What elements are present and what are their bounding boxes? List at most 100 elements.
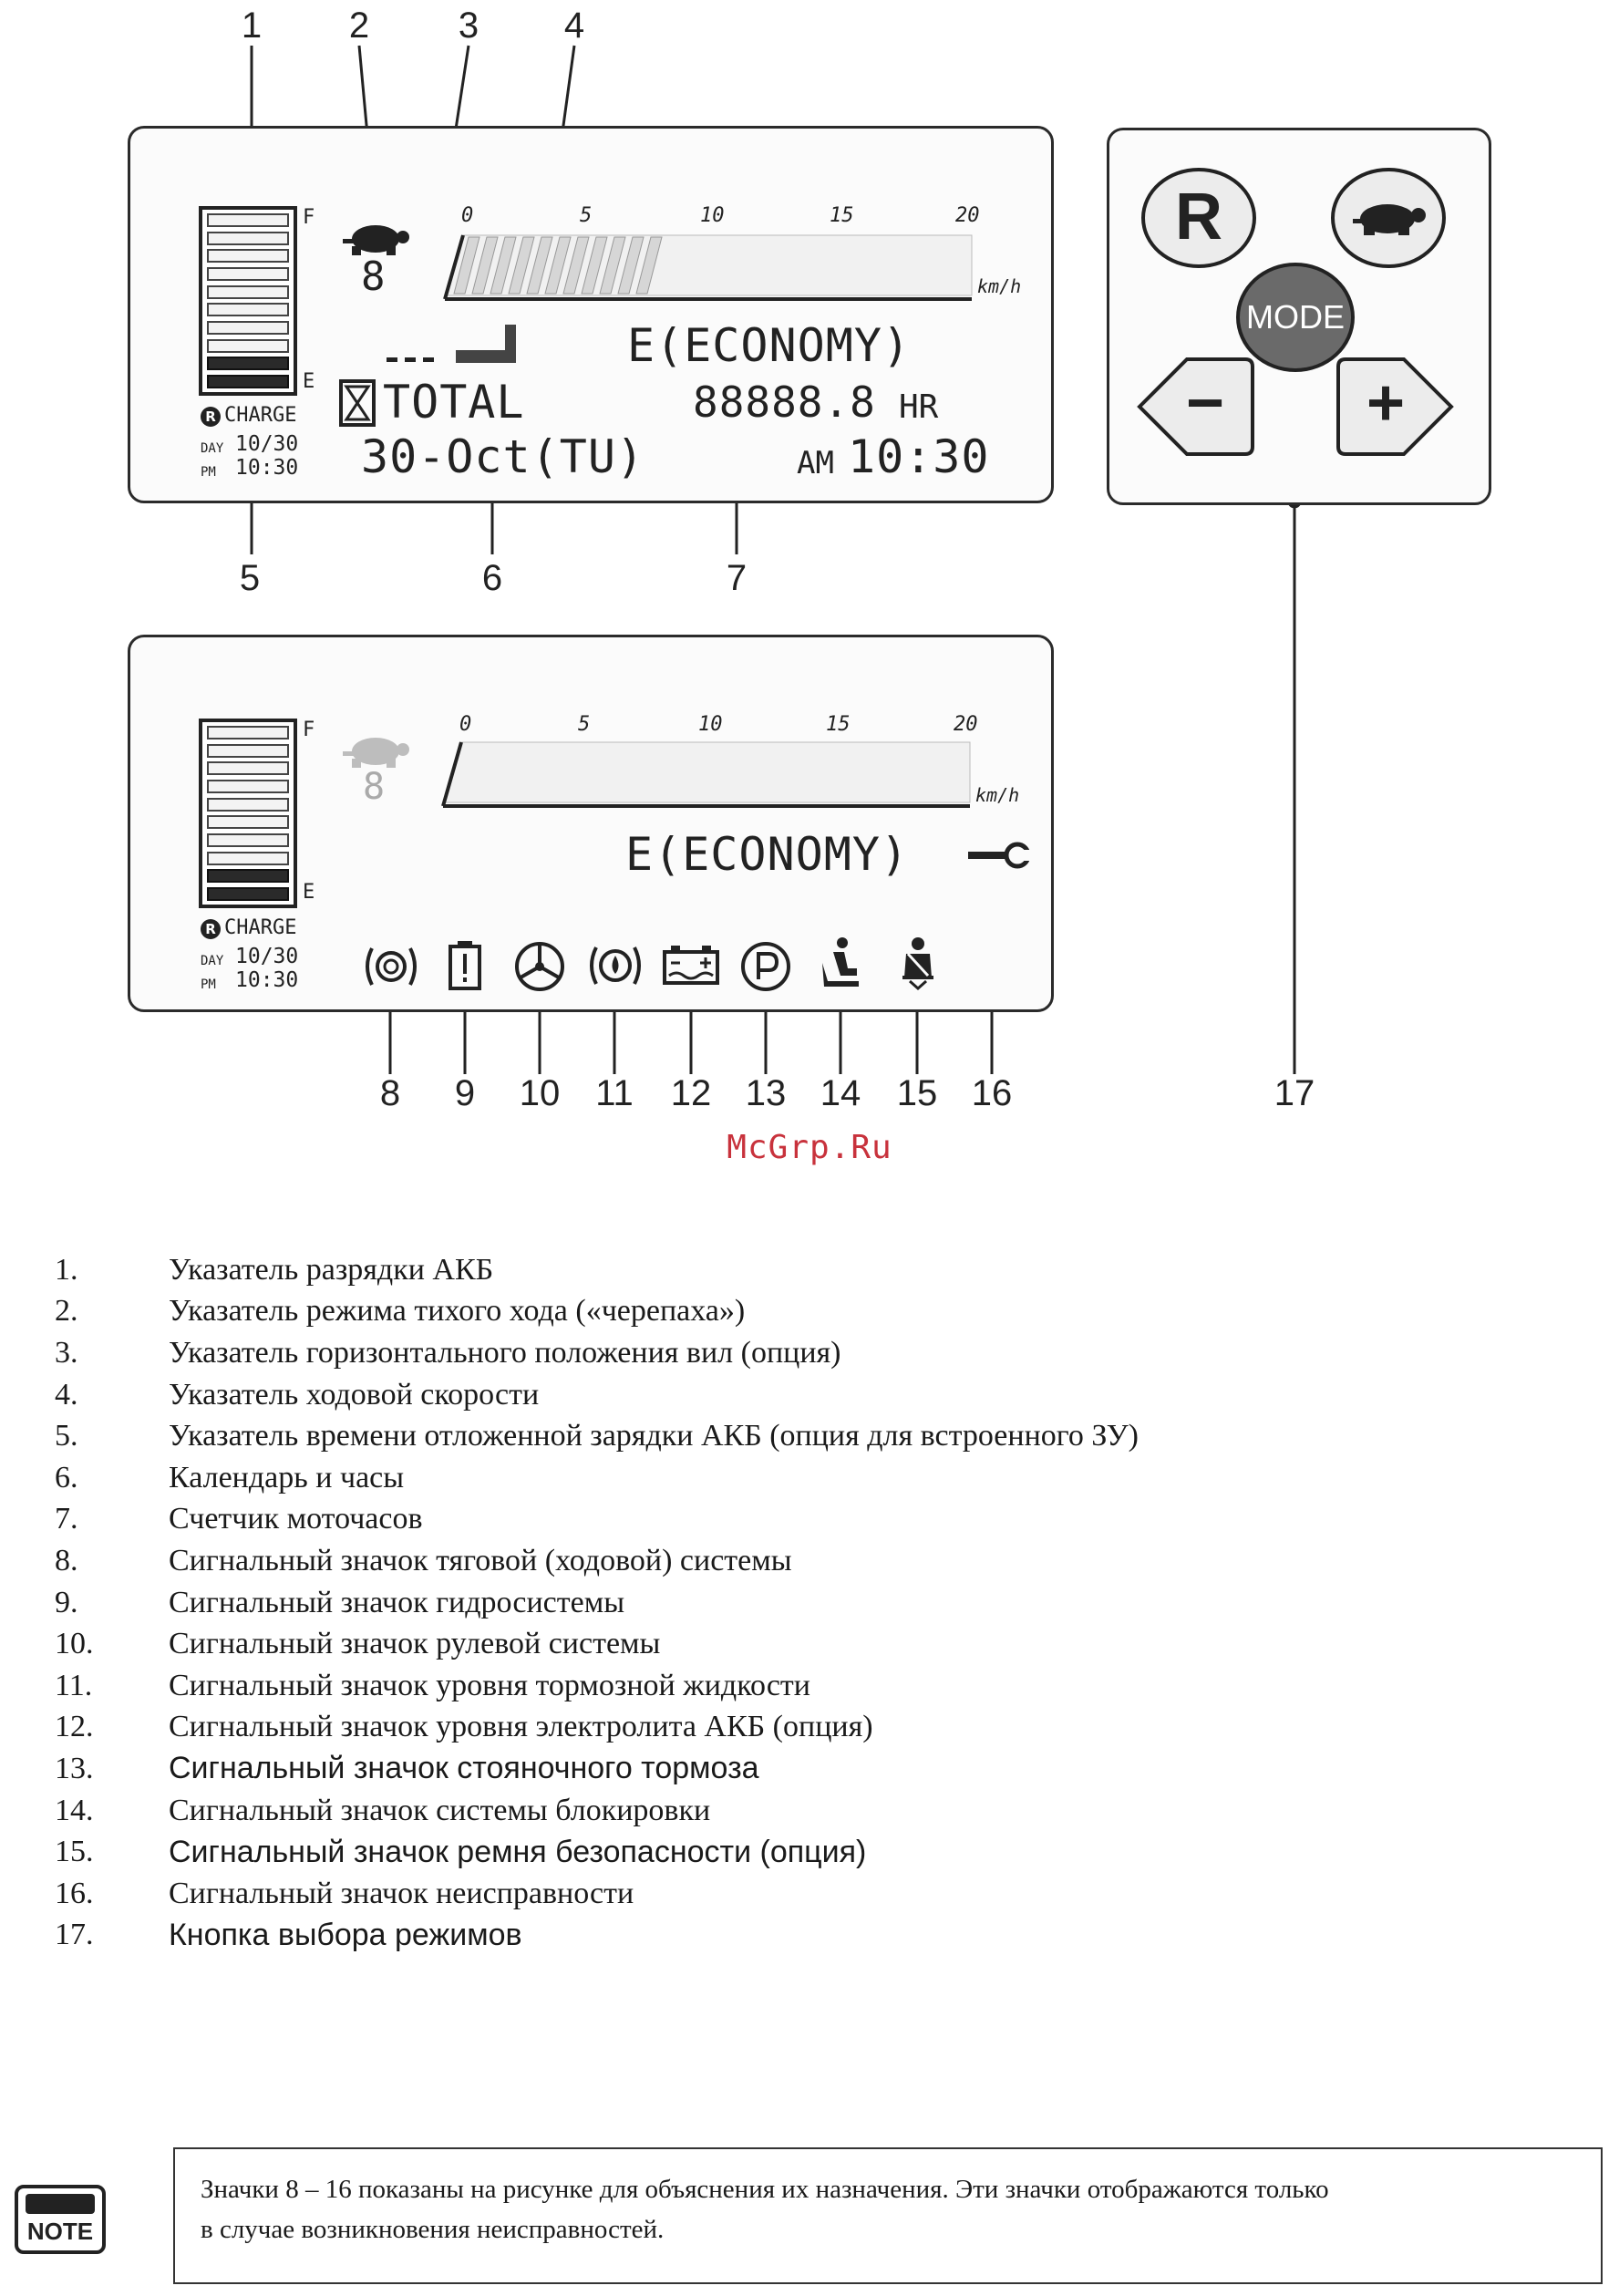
electrolyte-warning-icon — [663, 946, 719, 985]
charge-day-value-bottom: 10/30 — [235, 945, 299, 968]
traction-warning-icon — [366, 947, 417, 986]
legend-num: 10. — [55, 1627, 94, 1661]
speed-tick-15-top: 15 — [830, 204, 854, 227]
charge-time-value-bottom: 10:30 — [235, 968, 299, 992]
legend-num: 4. — [55, 1377, 78, 1412]
speed-bar-top — [443, 234, 973, 301]
plus-button-shape — [1336, 357, 1454, 456]
legend-text: Указатель времени отложенной зарядки АКБ… — [169, 1419, 1139, 1453]
mode-button[interactable]: MODE — [1236, 263, 1355, 372]
legend-item: 9.Сигнальный значок гидросистемы — [55, 1582, 1513, 1624]
mode-button-label: MODE — [1246, 298, 1345, 336]
legend-item: 10. Сигнальный значок рулевой системы — [55, 1623, 1513, 1665]
hour-meter-unit: HR — [899, 388, 939, 426]
battery-gauge-bottom — [199, 719, 297, 908]
legend-item: 8.Сигнальный значок тяговой (ходовой) си… — [55, 1540, 1513, 1582]
charge-label-bottom: CHARGE — [224, 916, 297, 939]
legend-text: Сигнальный значок уровня тормозной жидко… — [169, 1668, 810, 1702]
mode-text-top: E(ECONOMY) — [627, 319, 912, 372]
speed-tick-10-bottom: 10 — [698, 713, 723, 736]
callout-3: 3 — [458, 5, 480, 46]
legend-item: 2.Указатель режима тихого хода («черепах… — [55, 1291, 1513, 1333]
charge-time-value-top: 10:30 — [235, 456, 299, 480]
legend-num: 9. — [55, 1585, 78, 1619]
clock-prefix: AM — [797, 445, 834, 481]
legend-item: 14.Сигнальный значок системы блокировки — [55, 1790, 1513, 1832]
battery-gauge-top — [199, 206, 297, 396]
fork-level-icon — [387, 325, 516, 363]
legend-num: 1. — [55, 1252, 78, 1287]
seat-interlock-icon — [822, 937, 859, 987]
legend-item: 15. Сигнальный значок ремня безопасности … — [55, 1831, 1513, 1873]
legend-text: Указатель горизонтального положения вил … — [169, 1335, 841, 1370]
mode-text-bottom: E(ECONOMY) — [625, 828, 910, 881]
legend-num: 17. — [55, 1918, 94, 1952]
legend-num: 13. — [55, 1751, 94, 1785]
battery-full-label-top: F — [303, 206, 315, 229]
legend-item: 16.Сигнальный значок неисправности — [55, 1873, 1513, 1915]
legend-text: Кнопка выбора режимов — [169, 1917, 522, 1952]
battery-empty-label-bottom: E — [303, 881, 315, 904]
speed-unit-top: km/h — [977, 275, 1022, 297]
callout-16: 16 — [971, 1073, 1013, 1113]
charge-r-icon-bottom: R — [201, 919, 221, 939]
callout-12: 12 — [670, 1073, 712, 1113]
date-text: 30-Oct(TU) — [361, 430, 645, 483]
turtle-button[interactable] — [1331, 168, 1446, 268]
legend-item: 12. Сигнальный значок уровня электролита … — [55, 1707, 1513, 1749]
charge-day-value-top: 10/30 — [235, 432, 299, 456]
turtle-icon — [343, 225, 409, 255]
legend-item: 7. Счетчик моточасов — [55, 1499, 1513, 1541]
legend-text: Сигнальный значок рулевой системы — [169, 1627, 661, 1661]
legend-num: 5. — [55, 1419, 78, 1453]
legend-item: 1. Указатель разрядки АКБ — [55, 1249, 1513, 1291]
note-line-1: Значки 8 – 16 показаны на рисунке для об… — [201, 2175, 1329, 2204]
r-button[interactable]: R — [1141, 168, 1256, 268]
clock-value: 10:30 — [848, 430, 990, 483]
turtle-icon-dim — [343, 738, 409, 768]
wrench-icon — [968, 842, 1030, 869]
callout-8: 8 — [379, 1073, 401, 1113]
legend-text: Календарь и часы — [169, 1460, 405, 1494]
note-icon: NOTE — [15, 2185, 106, 2254]
hour-meter-value: 88888.8 — [693, 377, 876, 427]
legend-num: 11. — [55, 1668, 93, 1702]
legend-text: Сигнальный значок ремня безопасности (оп… — [169, 1834, 867, 1869]
legend-text: Сигнальный значок уровня электролита АКБ… — [169, 1710, 873, 1744]
seatbelt-icon — [902, 937, 933, 991]
note-icon-label: NOTE — [26, 2218, 94, 2245]
callout-4: 4 — [563, 5, 585, 46]
callout-6: 6 — [481, 558, 503, 598]
legend-text: Указатель разрядки АКБ — [169, 1252, 494, 1287]
speed-tick-10-top: 10 — [700, 204, 725, 227]
charge-r-icon-top: R — [201, 407, 221, 427]
legend-num: 7. — [55, 1502, 78, 1536]
legend-item: 13. Сигнальный значок стояночного тормоза — [55, 1748, 1513, 1790]
legend-text: Сигнальный значок тяговой (ходовой) сист… — [169, 1543, 792, 1577]
callout-9: 9 — [454, 1073, 476, 1113]
r-button-label: R — [1175, 181, 1222, 253]
battery-full-label-bottom: F — [303, 719, 315, 741]
charge-label-top: CHARGE — [224, 404, 297, 427]
minus-button[interactable]: − — [1134, 352, 1258, 461]
charge-time-prefix-bottom: PM — [201, 977, 216, 992]
legend-list: 1. Указатель разрядки АКБ 2.Указатель реж… — [55, 1249, 1513, 1956]
legend-num: 12. — [55, 1710, 94, 1744]
legend-item: 17. Кнопка выбора режимов — [55, 1915, 1513, 1957]
note-icon-hand — [26, 2194, 95, 2214]
turtle-button-icon — [1353, 204, 1426, 235]
callout-10: 10 — [519, 1073, 561, 1113]
legend-text: Сигнальный значок стояночного тормоза — [169, 1751, 759, 1786]
speed-tick-5-bottom: 5 — [578, 713, 591, 736]
legend-text: Счетчик моточасов — [169, 1502, 423, 1536]
plus-button[interactable]: + — [1333, 352, 1457, 461]
charge-day-prefix-bottom: DAY — [201, 954, 224, 968]
legend-num: 16. — [55, 1876, 94, 1910]
legend-num: 3. — [55, 1335, 78, 1370]
turtle-value-top: 8 — [361, 253, 386, 300]
legend-text: Указатель режима тихого хода («черепаха»… — [169, 1294, 746, 1329]
callout-14: 14 — [820, 1073, 861, 1113]
speed-tick-15-bottom: 15 — [826, 713, 851, 736]
legend-num: 15. — [55, 1835, 94, 1869]
charge-day-prefix-top: DAY — [201, 441, 224, 456]
